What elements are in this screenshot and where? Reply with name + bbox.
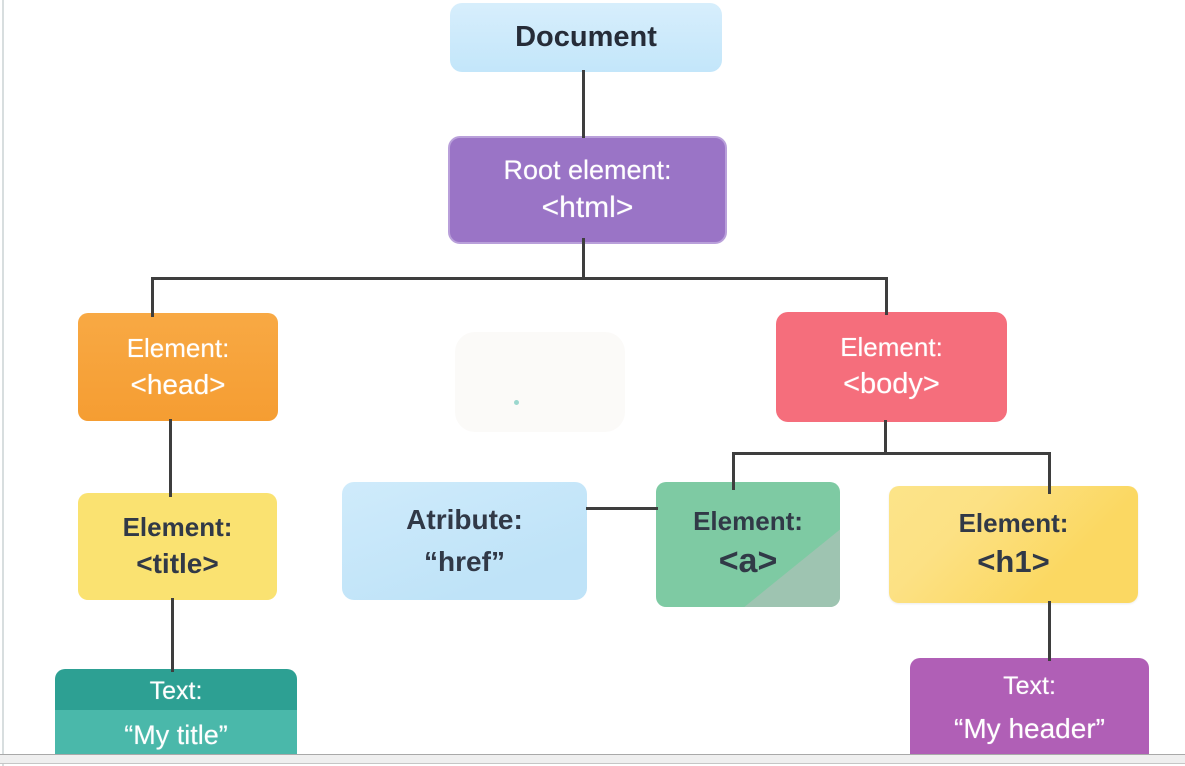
node-h1-line2: <h1>: [977, 544, 1050, 580]
node-element-head: Element: <head>: [78, 313, 278, 421]
connector-level2-horizontal: [732, 452, 1051, 455]
node-a-line1: Element:: [693, 506, 803, 536]
node-text-my-header: Text: “My header”: [910, 658, 1149, 754]
connector-head-title: [169, 419, 172, 497]
node-title-line2: <title>: [136, 548, 219, 580]
horizontal-scrollbar-track[interactable]: [0, 754, 1185, 764]
node-body-line1: Element:: [840, 331, 943, 362]
erased-watermark-patch: [455, 332, 625, 432]
node-attribute-line1: Atribute:: [406, 504, 523, 535]
connector-level1-horizontal: [151, 277, 888, 280]
node-root-element-html: Root element: <html>: [448, 136, 727, 244]
node-attribute-line2: “href”: [424, 546, 505, 577]
connector-title-text: [171, 598, 174, 672]
page-left-border: [2, 0, 4, 766]
node-head-line2: <head>: [130, 368, 226, 400]
node-my-header-line1: Text:: [1003, 672, 1056, 700]
node-text-my-title: Text: “My title”: [55, 669, 297, 754]
node-root-line2: <html>: [541, 190, 634, 224]
watermark-artifact-dot: [514, 400, 519, 405]
node-body-line2: <body>: [843, 367, 940, 400]
node-element-title: Element: <title>: [78, 493, 277, 600]
connector-to-body: [885, 277, 888, 315]
node-a-line2: <a>: [718, 542, 778, 581]
node-root-line1: Root element:: [503, 154, 672, 185]
connector-html-down: [582, 238, 585, 280]
node-document-label: Document: [515, 20, 657, 53]
node-my-header-line2: “My header”: [954, 712, 1105, 744]
node-attribute-href: Atribute: “href”: [342, 482, 587, 600]
node-h1-line1: Element:: [958, 508, 1069, 539]
connector-to-a: [732, 452, 735, 490]
connector-document-html: [582, 70, 585, 138]
connector-body-down: [884, 420, 887, 455]
connector-h1-text: [1048, 601, 1051, 661]
connector-attribute-a: [586, 507, 658, 510]
node-element-h1: Element: <h1>: [889, 486, 1138, 603]
connector-to-h1: [1048, 452, 1051, 494]
node-document: Document: [450, 3, 722, 72]
node-title-line1: Element:: [122, 512, 233, 543]
node-my-title-line2: “My title”: [124, 719, 228, 750]
connector-to-head: [151, 277, 154, 317]
node-my-title-line1: Text:: [149, 677, 203, 705]
node-head-line1: Element:: [126, 332, 230, 363]
node-element-a: Element: <a>: [656, 482, 840, 607]
node-element-body: Element: <body>: [776, 312, 1007, 422]
